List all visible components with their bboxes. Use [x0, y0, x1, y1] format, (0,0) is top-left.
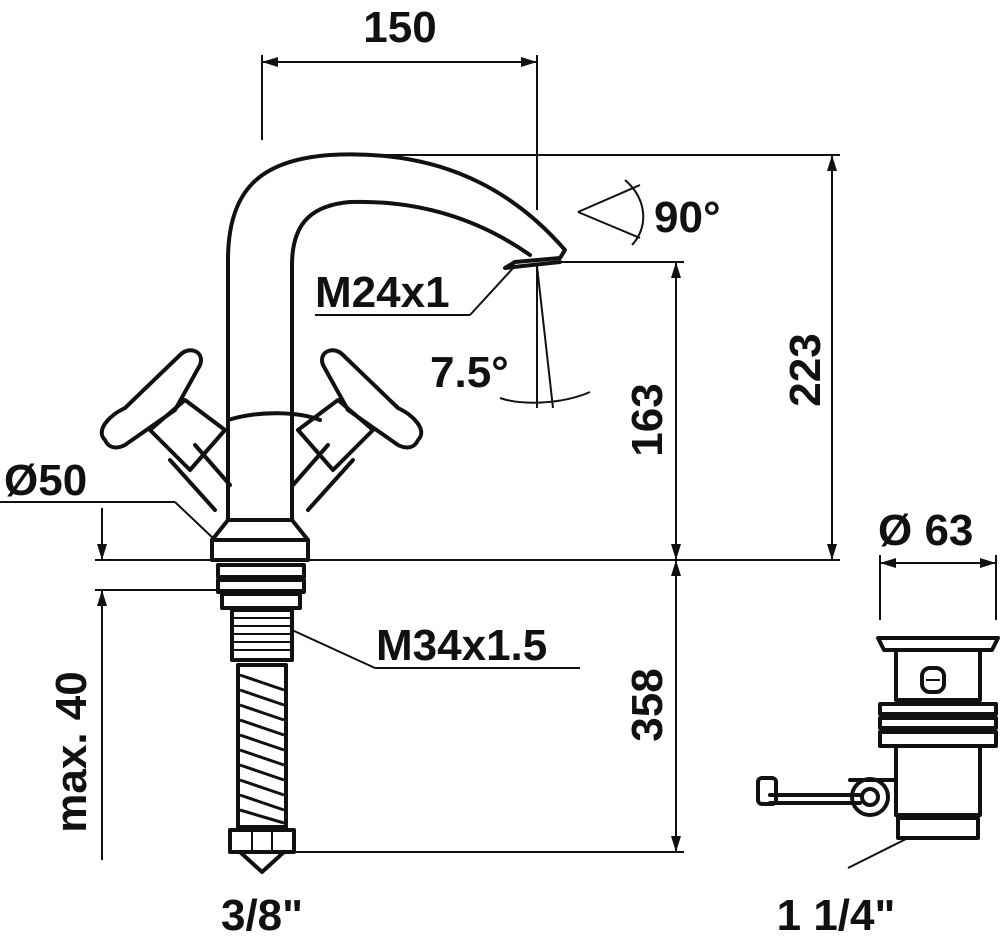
below-deck-length-label: 358: [623, 668, 672, 741]
base-diameter-label: Ø50: [4, 456, 87, 505]
shank-thread-label: M34x1.5: [376, 621, 547, 670]
width-dimension-label: 150: [363, 3, 436, 52]
hose-connection-label: 3/8": [221, 891, 303, 936]
spray-angle-label: 7.5°: [430, 348, 509, 397]
spout-thread-label: M24x1: [315, 268, 450, 317]
max-thickness-label: max. 40: [47, 671, 96, 832]
left-handle: [99, 348, 232, 512]
pop-up-waste: [756, 636, 1000, 840]
right-handle: [291, 348, 424, 512]
waste-diameter-label: Ø 63: [878, 506, 973, 555]
waste-thread-label: 1 1/4": [777, 891, 896, 936]
swivel-angle-label: 90°: [654, 193, 721, 242]
base-and-shank: [210, 538, 310, 874]
spout-height-label: 163: [623, 383, 672, 456]
dimension-lines: [0, 55, 997, 869]
faucet-body: [210, 152, 567, 542]
total-height-label: 223: [781, 333, 830, 406]
